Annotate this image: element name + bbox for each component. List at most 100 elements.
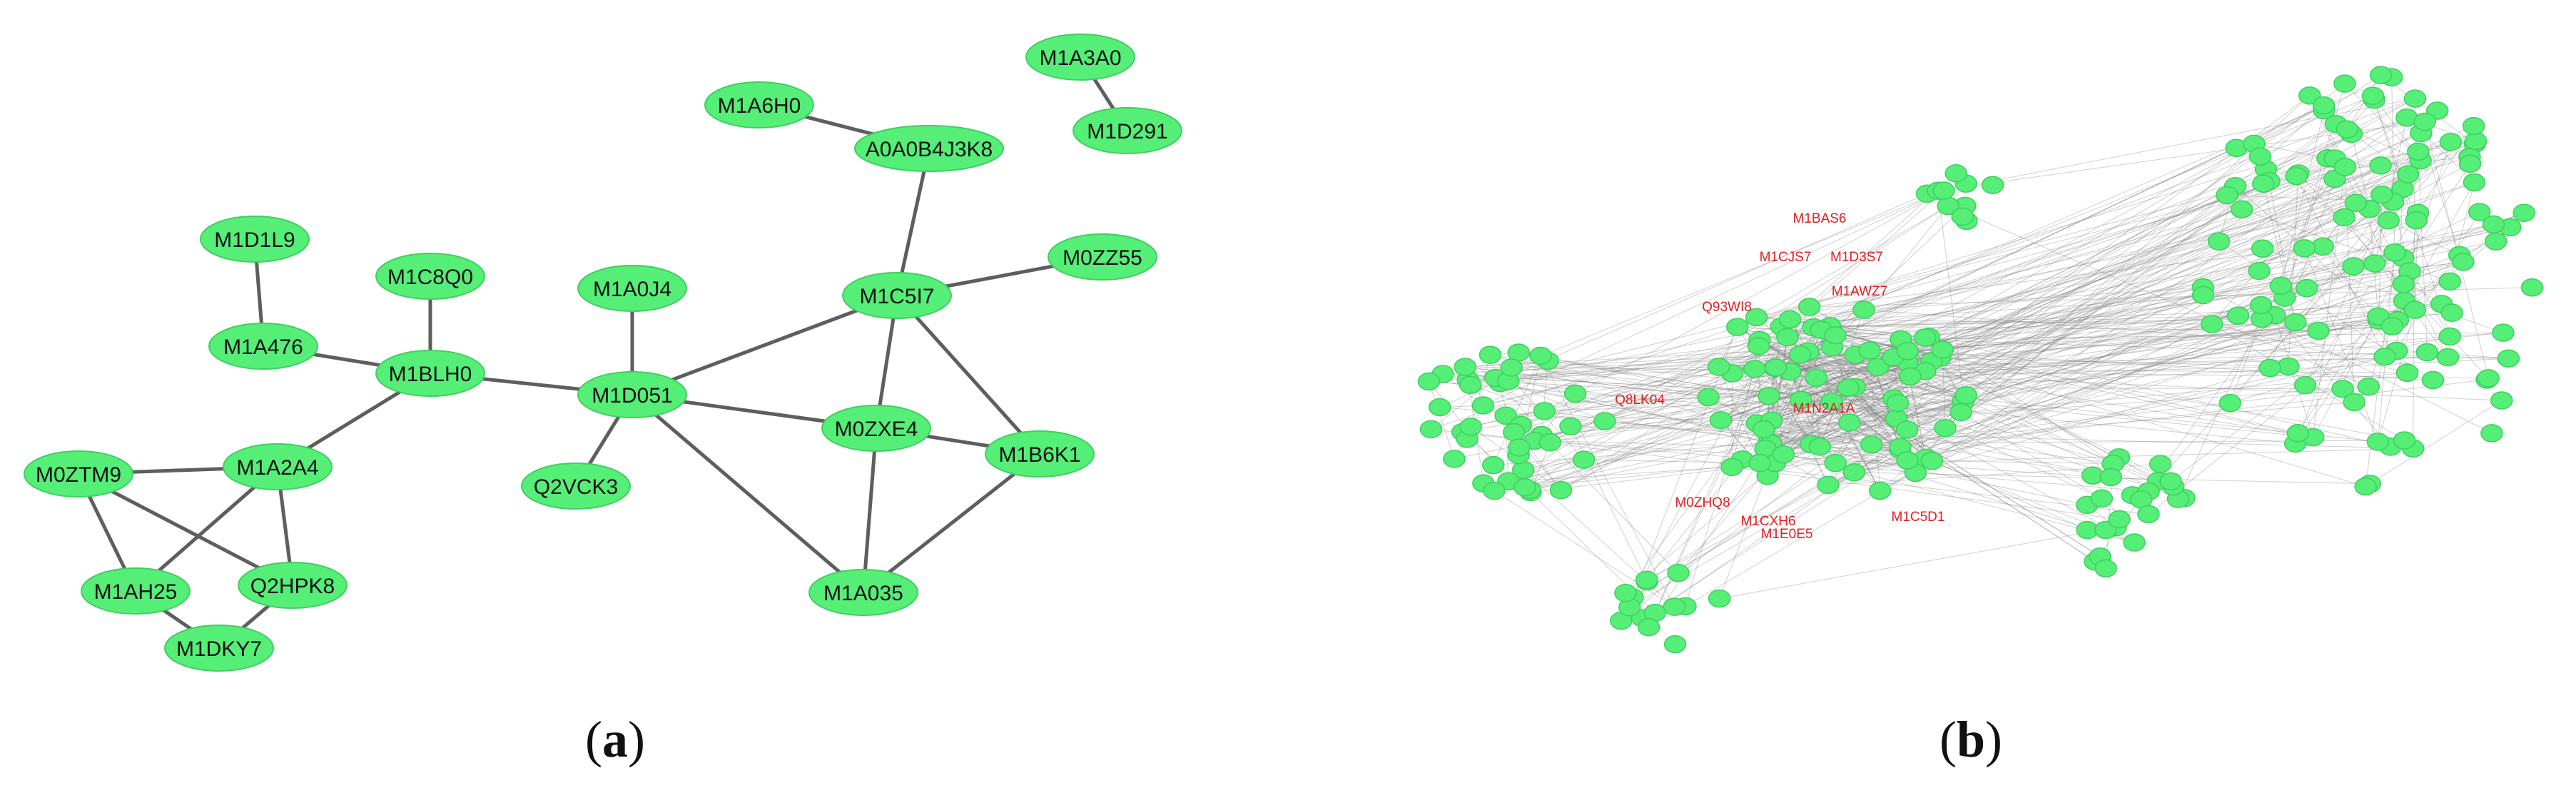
panel-b-edge-320 <box>1831 401 1881 491</box>
panel-b-edge-432 <box>1768 387 1849 397</box>
panel-b-node-232 <box>2405 211 2428 230</box>
panel-b-edge-704 <box>1646 194 2383 580</box>
panel-b-edge-525 <box>1530 160 2421 493</box>
panel-b-node-87 <box>1419 420 1443 439</box>
panel-b-node-194 <box>2421 370 2445 390</box>
panel-b-edge-464 <box>1827 446 1901 485</box>
panel-b-edge-645 <box>1570 425 2413 449</box>
node-M1A476 <box>208 323 318 370</box>
panel-b-edge-447 <box>1965 158 2336 396</box>
panel-b-edge-111 <box>1756 186 2236 424</box>
node-label-M0ZTM9: M0ZTM9 <box>36 463 121 487</box>
node-label-M1C5I7: M1C5I7 <box>859 285 934 308</box>
panel-b-edge-469 <box>1720 356 1894 421</box>
panel-b-edge-405 <box>1790 151 2418 320</box>
panel-b-edge-316 <box>1621 403 1898 622</box>
panel-b-node-276 <box>2336 120 2359 139</box>
hub-label-M1E0E5: M1E0E5 <box>1761 527 1813 542</box>
panel-b-edge-544 <box>1541 360 1548 435</box>
panel-b-node-43 <box>1838 413 1861 432</box>
edge-M1C5I7-M1B6K1 <box>896 294 1041 455</box>
panel-b-edge-124 <box>1809 287 2532 308</box>
panel-b-edge-449 <box>1965 186 2236 396</box>
panel-b-edge-465 <box>1775 367 1829 485</box>
panel-b-node-151 <box>2099 468 2123 487</box>
panel-b-nodes <box>1417 66 2544 654</box>
panel-b-edge-686 <box>2288 173 2299 367</box>
panel-b-edge-152 <box>1648 443 1772 627</box>
panel-a-network: M1A3A0M1D291M1A6H0A0A0B4J3K8M1D1L9M1C8Q0… <box>24 34 1182 672</box>
panel-b-edge-364 <box>1737 281 2450 328</box>
panel-b-edge-430 <box>1907 321 2296 461</box>
panel-b-node-69 <box>1920 451 1944 470</box>
panel-b-node-261 <box>2258 358 2281 378</box>
panel-b-edge-173 <box>1508 429 1764 482</box>
panel-b-edge-398 <box>1944 76 2393 429</box>
panel-b-edge-365 <box>1737 110 2438 328</box>
panel-b-edge-7 <box>1810 160 2421 445</box>
panel-b-edge-47 <box>1810 378 1817 445</box>
node-label-Q2HPK8: Q2HPK8 <box>250 575 335 598</box>
panel-b-edge-297 <box>1927 288 2307 338</box>
panel-b-edge-292 <box>1915 368 2271 473</box>
panel-b-node-152 <box>2094 520 2117 540</box>
panel-b-edge-80 <box>1759 226 2510 340</box>
panel-b-node-20 <box>1797 298 1821 316</box>
node-label-M1A0J4: M1A0J4 <box>593 278 671 301</box>
panel-b-edge-38 <box>1770 354 1856 444</box>
panel-b-edge-670 <box>2218 141 2476 242</box>
panel-b-edge-151 <box>1771 320 2379 444</box>
panel-b-edge-194 <box>1907 201 2393 363</box>
panel-b-edge-210 <box>1490 354 1709 398</box>
panel-b-node-172 <box>2492 323 2515 342</box>
node-label-M0ZXE4: M0ZXE4 <box>835 418 918 441</box>
panel-b-edge-512 <box>1483 190 1944 406</box>
panel-b-node-103 <box>1500 358 1523 377</box>
panel-b-node-158 <box>2137 505 2160 524</box>
panel-b-node-66 <box>1934 418 1957 438</box>
panel-b-edge-487 <box>1907 350 2174 487</box>
panel-b-edge-285 <box>1720 173 2408 421</box>
panel-b-node-64 <box>1808 437 1832 456</box>
panel-b-edge-400 <box>1493 428 1946 466</box>
panel-b-node-68 <box>1790 390 1812 410</box>
node-Q2VCK3 <box>521 463 631 510</box>
panel-b-node-263 <box>2343 393 2365 412</box>
panel-b-edge-674 <box>2229 318 2263 403</box>
panel-b-edge-424 <box>1907 335 2450 461</box>
panel-b-edge-562 <box>1465 347 1832 368</box>
panel-b-edge-657 <box>2258 110 2438 271</box>
panel-b-node-118 <box>1459 418 1482 436</box>
node-label-M1D1L9: M1D1L9 <box>214 228 295 252</box>
panel-b-node-74 <box>1824 325 1847 345</box>
panel-b-edge-156 <box>1770 350 1870 444</box>
panel-b-edge-176 <box>1765 395 1967 450</box>
panel-b-node-266 <box>2252 174 2275 193</box>
node-label-M1BLH0: M1BLH0 <box>389 363 472 386</box>
node-M0ZZ55 <box>1048 233 1157 281</box>
panel-b-edge-632 <box>2177 158 2336 500</box>
panel-b-edge-92 <box>1769 370 1926 442</box>
panel-b-edge-682 <box>2296 176 2385 357</box>
node-M1AH25 <box>81 567 191 615</box>
panel-b-edge-684 <box>2297 163 2470 434</box>
panel-b-edge-216 <box>1910 365 2288 377</box>
panel-b-node-198 <box>2201 315 2223 333</box>
panel-b-edge-610 <box>2266 117 2408 170</box>
panel-b-edge-600 <box>2396 211 2480 351</box>
panel-b-edge-186 <box>1774 368 1784 455</box>
panel-b-node-253 <box>2373 347 2396 366</box>
panel-b-node-27 <box>1758 386 1780 405</box>
panel-b-edge-296 <box>1927 336 2114 464</box>
panel-b-edge-251 <box>1925 212 2525 458</box>
panel-b-node-17 <box>1860 435 1883 454</box>
panel-b-edge-307 <box>1529 336 1930 490</box>
panel-b-edge-4 <box>1963 241 2219 400</box>
panel-b-edge-289 <box>1720 371 1791 421</box>
panel-b-edge-19 <box>1767 74 2381 477</box>
node-M1A035 <box>808 569 918 616</box>
node-label-Q2VCK3: Q2VCK3 <box>534 475 618 499</box>
hub-label-M1N2A1A: M1N2A1A <box>1793 401 1855 416</box>
panel-b-node-268 <box>2191 286 2215 305</box>
panel-b-edge-45 <box>1742 182 2475 460</box>
